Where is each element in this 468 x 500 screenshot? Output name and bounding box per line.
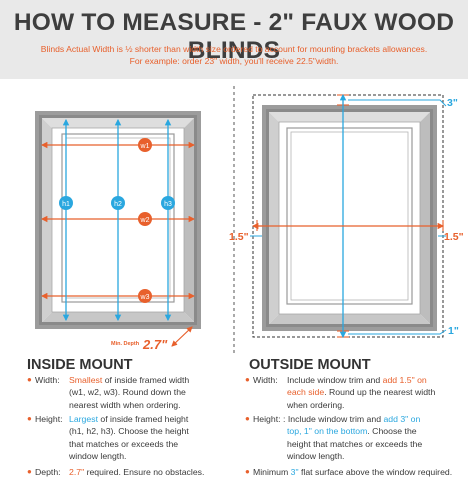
- h1-badge: h1: [59, 196, 73, 210]
- svg-text:h1: h1: [62, 201, 70, 208]
- inside-width-line-1: Smallest of inside framed width: [69, 375, 190, 385]
- bullet-icon: ●: [27, 467, 32, 476]
- bottom-extension-label: 1": [448, 325, 459, 337]
- top-extension-label: 3": [447, 97, 458, 109]
- outside-height-row: ● Height: : Include window trim and add …: [245, 413, 467, 465]
- inside-height-line-1: Largest of inside framed height: [69, 414, 189, 424]
- inside-depth-text: 2.7" required. Ensure no obstacles.: [69, 467, 205, 477]
- outside-height-label: Height:: [253, 414, 281, 424]
- inside-width-row: ● Width: Smallest of inside framed width…: [27, 374, 232, 414]
- outside-height-line-1: : Include window trim and add 3" on: [283, 414, 421, 424]
- measurement-diagrams: w1 w2 w3 h1 h2 h3 Min. Depth 2.7": [35, 86, 464, 354]
- w2-badge: w2: [138, 212, 152, 226]
- inside-width-line-2: (w1, w2, w3). Round down the: [69, 387, 186, 398]
- svg-text:h3: h3: [164, 201, 172, 208]
- bullet-icon: ●: [245, 414, 250, 423]
- inside-depth-row: ● Depth: 2.7" required. Ensure no obstac…: [27, 466, 232, 480]
- svg-text:w2: w2: [140, 217, 150, 224]
- outside-width-line-3: when ordering.: [287, 399, 345, 410]
- outside-min-surface-row: ● Minimum 3" flat surface above the wind…: [245, 466, 467, 480]
- subtitle-line-2: For example: order 23" width, you'll rec…: [129, 56, 339, 66]
- h2-badge: h2: [111, 196, 125, 210]
- inside-height-line-4: window length.: [69, 451, 127, 462]
- outside-width-label: Width:: [253, 375, 278, 385]
- inside-width-line-3: nearest width when ordering.: [69, 399, 181, 410]
- inside-width-label: Width:: [35, 375, 60, 385]
- outside-width-line-1: Include window trim and add 1.5" on: [287, 375, 427, 385]
- h3-badge: h3: [161, 196, 175, 210]
- outside-height-line-4: window length.: [287, 451, 345, 462]
- left-extension-label: 1.5": [229, 231, 249, 243]
- bullet-icon: ●: [27, 375, 32, 384]
- outside-window-frame: [262, 105, 437, 331]
- inside-height-line-2: (h1, h2, h3). Choose the height: [69, 426, 189, 437]
- min-depth-indicator: Min. Depth 2.7": [111, 326, 193, 352]
- svg-text:w1: w1: [140, 143, 150, 150]
- outside-height-line-3: height that matches or exceeds the: [287, 438, 423, 449]
- svg-text:Min. Depth: Min. Depth: [111, 341, 140, 347]
- right-extension-label: 1.5": [444, 231, 464, 243]
- inside-height-label: Height:: [35, 414, 63, 424]
- svg-text:w3: w3: [140, 294, 150, 301]
- subtitle-line-1: Blinds Actual Width is ½ shorter than wi…: [40, 44, 428, 54]
- page-title: HOW TO MEASURE - 2" FAUX WOOD BLINDS: [13, 9, 455, 64]
- outside-width-row: ● Width: Include window trim and add 1.5…: [245, 374, 467, 414]
- svg-text:2.7": 2.7": [142, 337, 168, 352]
- svg-text:h2: h2: [114, 201, 122, 208]
- w3-badge: w3: [138, 289, 152, 303]
- outside-mount-heading: OUTSIDE MOUNT: [249, 357, 371, 373]
- inside-depth-label: Depth:: [35, 467, 61, 477]
- bullet-icon: ●: [27, 414, 32, 423]
- inside-height-line-3: that matches or exceeds the: [69, 438, 179, 449]
- top-3in-leader: [348, 99, 447, 107]
- bottom-1in-leader: [348, 329, 447, 335]
- outside-width-line-2: each side. Round up the nearest width: [287, 387, 436, 398]
- outside-min-surface-text: Minimum 3" flat surface above the window…: [253, 467, 453, 477]
- w1-badge: w1: [138, 138, 152, 152]
- header-banner: HOW TO MEASURE - 2" FAUX WOOD BLINDS Bli…: [0, 0, 468, 79]
- bullet-icon: ●: [245, 467, 250, 476]
- bullet-icon: ●: [245, 375, 250, 384]
- inside-height-row: ● Height: Largest of inside framed heigh…: [27, 413, 232, 465]
- outside-height-line-2: top, 1" on the bottom. Choose the: [287, 426, 417, 437]
- inside-mount-heading: INSIDE MOUNT: [27, 357, 133, 373]
